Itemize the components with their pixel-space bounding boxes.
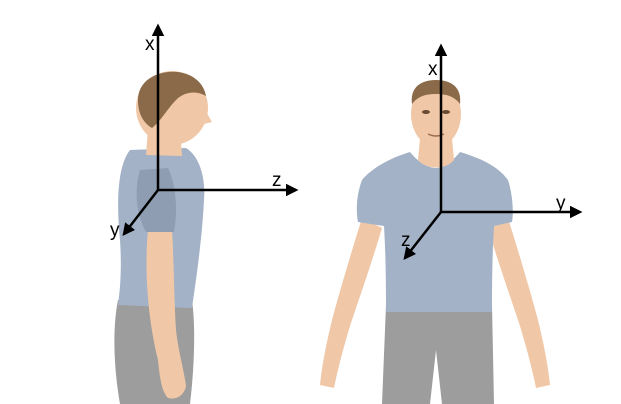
front-eye-right (442, 110, 450, 114)
front-arm-left (320, 218, 382, 388)
front-z-axis-label: z (401, 230, 411, 251)
front-arm-right (488, 218, 550, 388)
front-x-axis-label: x (428, 59, 438, 80)
side-z-axis-label: z (272, 170, 282, 191)
side-sleeve (137, 168, 176, 232)
front-y-axis-label: y (556, 193, 566, 214)
side-y-axis-label: y (110, 220, 120, 241)
side-x-axis-label: x (145, 34, 155, 55)
side-view-figure (114, 71, 212, 404)
front-pants (382, 305, 494, 404)
front-view-figure (320, 80, 550, 404)
side-nose (204, 108, 212, 124)
front-eye-left (422, 110, 430, 114)
